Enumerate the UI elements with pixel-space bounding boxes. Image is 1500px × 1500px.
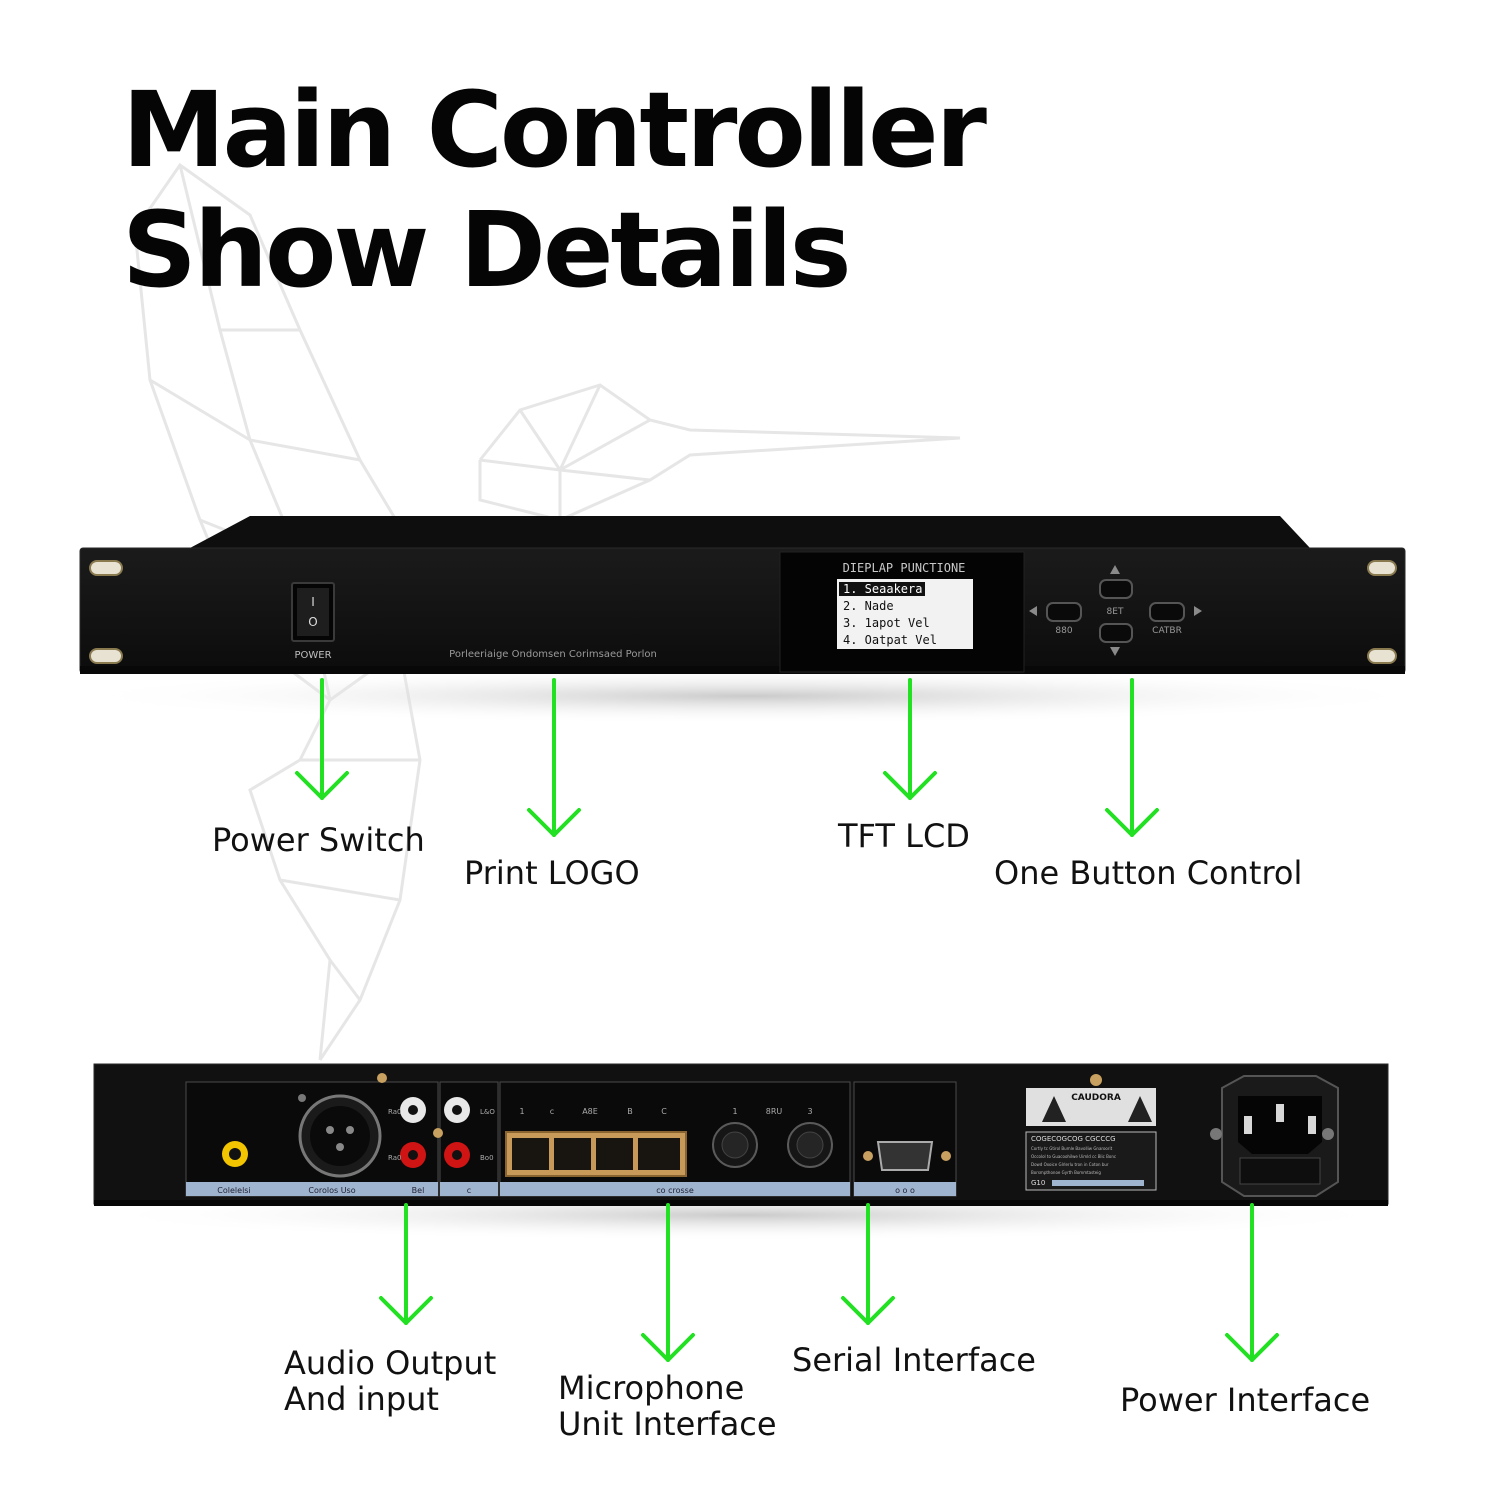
caution-line-3: Occolol to Guacoohilwe Uimld cc Blic Bon… — [1031, 1154, 1116, 1159]
callout-tft-lcd: TFT LCD — [838, 817, 970, 855]
down-button[interactable] — [1099, 623, 1133, 643]
power-label: POWER — [294, 650, 331, 661]
mic-label-6: 1 — [732, 1107, 737, 1116]
fuse-drawer[interactable] — [1239, 1157, 1321, 1185]
caution-line-6: G10 — [1031, 1179, 1045, 1187]
mic-label-2: c — [550, 1107, 554, 1116]
callout-audio-output-2: And input — [284, 1380, 439, 1418]
mic-label-3: A8E — [582, 1107, 598, 1116]
page-title-line-1: Main Controller — [122, 69, 987, 191]
lcd-item-3: 3. 1apot Vel — [843, 616, 930, 630]
mic-label-7: 8RU — [766, 1107, 783, 1116]
strip-label-6: o o o — [895, 1186, 915, 1195]
callout-print-logo: Print LOGO — [464, 854, 640, 892]
rca-label-1: Ra0 — [388, 1108, 401, 1116]
switch-off-mark: O — [308, 615, 317, 629]
arrow-down-icon — [1110, 647, 1120, 656]
strip-label-1: Colelelsi — [217, 1186, 250, 1195]
up-button[interactable] — [1099, 579, 1133, 599]
warning-icon — [1042, 1096, 1066, 1122]
set-label: 8ET — [1107, 607, 1124, 617]
lcd-header: DIEPLAP PUNCTIONE — [843, 561, 966, 575]
strip-label-4: c — [467, 1186, 471, 1195]
enter-button[interactable] — [1149, 602, 1185, 622]
power-switch[interactable]: I O — [291, 582, 335, 642]
rca-label-2: Ra0 — [388, 1154, 401, 1162]
strip-label-5: co crosse — [656, 1186, 694, 1195]
rack-hole-bl — [89, 648, 123, 664]
arrow-left-icon — [1029, 606, 1037, 616]
callout-power-switch: Power Switch — [212, 821, 425, 859]
arrow-up-icon — [1110, 565, 1120, 574]
esc-button[interactable] — [1046, 602, 1082, 622]
rack-hole-tr — [1367, 560, 1397, 576]
lcd-item-1: 1. Seaakera — [843, 582, 922, 596]
rca-module: L&O Bo0 c — [433, 1081, 499, 1197]
caution-line-1: COGECOGCOG CGCCCG — [1031, 1135, 1116, 1143]
strip-label-3: Bel — [412, 1186, 425, 1195]
db9-serial-port[interactable] — [876, 1141, 934, 1171]
tft-lcd-screen: 1. Seaakera 2. Nade 3. 1apot Vel 4. Oatp… — [837, 579, 973, 649]
caution-label: CAUDORA COGECOGCOG CGCCCG Cortly tc Gtir… — [1025, 1074, 1157, 1191]
print-logo-text: Porleeriaige Ondomsen Corimsaed Porlon — [449, 649, 657, 660]
rca-label-3: L&O — [480, 1108, 495, 1116]
callout-serial-interface: Serial Interface — [792, 1341, 1036, 1379]
microphone-unit-module: 1 c A8E B C 1 8RU 3 co crosse — [499, 1081, 851, 1197]
caution-line-5: Borsmpthonoe Gyrth Bommtasteig — [1031, 1170, 1101, 1175]
callout-audio-output-1: Audio Output — [284, 1344, 497, 1382]
caution-line-4: Dowd Oxoice Glrlerlu tron in Coton bur — [1031, 1162, 1109, 1167]
mic-label-8: 3 — [807, 1107, 812, 1116]
callout-microphone-2: Unit Interface — [558, 1405, 777, 1443]
page-title-line-2: Show Details — [122, 189, 852, 311]
iec-power-inlet[interactable] — [1210, 1075, 1339, 1197]
mic-label-5: C — [661, 1107, 667, 1116]
callout-power-interface: Power Interface — [1120, 1381, 1371, 1419]
callout-microphone-1: Microphone — [558, 1369, 745, 1407]
front-panel: I O POWER Porleeriaige Ondomsen Corimsae… — [60, 516, 1440, 724]
switch-on-mark: I — [311, 595, 315, 609]
enter-label: CATBR — [1152, 626, 1182, 636]
rca-label-4: Bo0 — [480, 1154, 494, 1162]
audio-io-module: Ra0 Ra0 Colelelsi Corolos Uso Bel — [185, 1073, 439, 1197]
rack-hole-br — [1367, 648, 1397, 664]
back-panel: Ra0 Ra0 Colelelsi Corolos Uso Bel L&O Bo… — [85, 1063, 1405, 1241]
warning-icon-2 — [1128, 1096, 1152, 1122]
arrow-right-icon — [1194, 606, 1202, 616]
esc-label: 880 — [1055, 626, 1072, 636]
caution-line-2: Cortly tc Gtirol Bumle Bavolliw Gnaroori… — [1031, 1146, 1113, 1151]
lcd-item-2: 2. Nade — [843, 599, 894, 613]
callout-one-button-control: One Button Control — [994, 854, 1303, 892]
caution-title: CAUDORA — [1071, 1093, 1121, 1103]
strip-label-2: Corolos Uso — [308, 1186, 355, 1195]
lcd-item-4: 4. Oatpat Vel — [843, 633, 937, 647]
mic-label-4: B — [627, 1107, 633, 1116]
rack-hole-tl — [89, 560, 123, 576]
serial-module: o o o — [853, 1081, 957, 1197]
mic-label-1: 1 — [519, 1107, 524, 1116]
